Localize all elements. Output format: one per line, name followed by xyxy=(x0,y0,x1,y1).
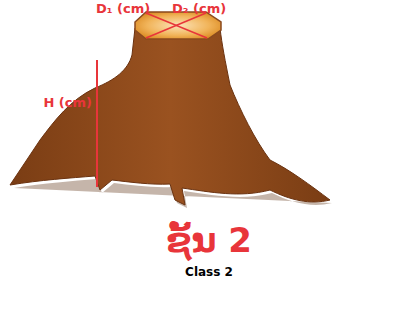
class-caption: Class 2 xyxy=(185,266,233,279)
dimension-label: H (cm) xyxy=(43,96,92,110)
dimension-label: D₂ (cm) xyxy=(172,2,226,16)
diameter-line xyxy=(146,13,207,38)
cut-surface xyxy=(135,12,221,39)
height-line xyxy=(96,60,98,187)
stump-trunk xyxy=(10,28,330,205)
diameter-line xyxy=(146,13,206,38)
class-heading: ຊັ້ນ 2 xyxy=(166,222,252,259)
dimension-label: D₁ (cm) xyxy=(96,2,150,16)
